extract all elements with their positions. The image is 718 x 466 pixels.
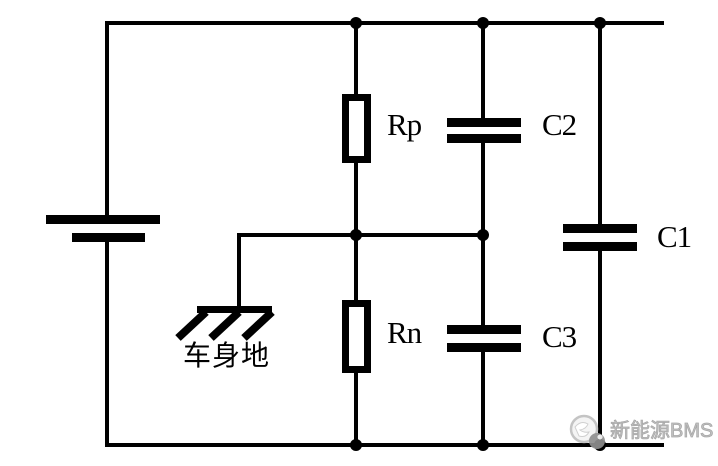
ground-hatch-right: [241, 309, 275, 341]
watermark-logo-ball: [589, 433, 605, 449]
c3-bottom-plate: [447, 343, 521, 352]
resistor-rp-label: Rp: [387, 107, 422, 142]
capacitor-c3-icon: [447, 325, 521, 352]
capacitor-c2-label: C2: [542, 107, 577, 142]
resistor-rp-icon: [342, 94, 371, 163]
junction-dot: [594, 17, 606, 29]
junction-dot: [350, 17, 362, 29]
ground-hatch-middle: [208, 309, 242, 341]
capacitor-c1-icon: [563, 224, 637, 251]
c3-top-plate: [447, 325, 521, 334]
junction-dot: [477, 439, 489, 451]
c2-bottom-plate: [447, 134, 521, 143]
ground-bar: [197, 306, 272, 313]
capacitor-c1-label: C1: [657, 219, 692, 254]
chassis-ground-icon: [175, 306, 275, 341]
watermark-logo-icon: [569, 414, 605, 449]
battery-negative-plate: [72, 233, 145, 242]
watermark-logo-highlight: [597, 434, 603, 440]
watermark-text: 新能源BMS: [610, 420, 714, 442]
junction-dot: [350, 439, 362, 451]
junction-dot: [350, 229, 362, 241]
junction-dot: [477, 229, 489, 241]
battery-icon: [46, 215, 160, 242]
c1-bottom-plate: [563, 242, 637, 251]
resistor-rn-icon: [342, 300, 371, 373]
battery-positive-plate: [46, 215, 160, 224]
capacitor-c3-label: C3: [542, 319, 577, 354]
resistor-rn-label: Rn: [387, 315, 422, 350]
junction-dot: [477, 17, 489, 29]
watermark-logo-bird: [574, 422, 590, 437]
capacitor-c2-icon: [447, 118, 521, 143]
c1-top-plate: [563, 224, 637, 233]
c2-top-plate: [447, 118, 521, 127]
chassis-ground-label: 车身地: [183, 341, 271, 372]
ground-hatch-left: [175, 309, 209, 341]
